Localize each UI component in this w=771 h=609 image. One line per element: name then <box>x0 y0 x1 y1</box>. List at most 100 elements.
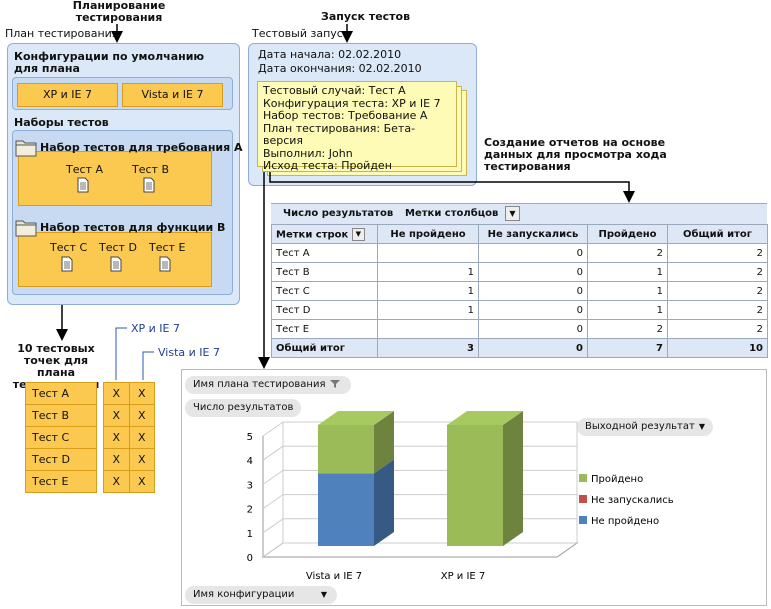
plan-header-line1: Планирование <box>72 0 166 12</box>
cell: 2 <box>587 319 668 339</box>
default-configs-title-line2: для плана <box>14 62 80 75</box>
gridline-diag <box>262 469 284 485</box>
config-xp-ie7: XP и IE 7 <box>17 83 118 107</box>
outcome-field-label: Выходной результат <box>585 421 695 432</box>
bar-top <box>318 411 394 425</box>
plan-header-line2: тестирования <box>75 11 163 24</box>
cell: 0 <box>478 319 588 339</box>
test-point-name: Тест D <box>25 448 97 471</box>
suite-a-box <box>18 151 212 206</box>
plan-label: План тестирования <box>5 27 119 40</box>
vista-label-line <box>142 351 154 380</box>
report-caption-line2: данных для просмотра хода <box>484 148 667 161</box>
gridline-diag <box>262 421 284 437</box>
test-points-col-label-xp: XP и IE 7 <box>131 322 181 335</box>
row-name: Тест D <box>271 300 378 320</box>
cell: 0 <box>478 300 588 320</box>
cell: 1 <box>587 300 668 320</box>
suite-b-test-c: Тест C <box>50 241 88 254</box>
suite-a-test-a: Тест A <box>66 163 103 176</box>
col-header: Пройдено <box>587 224 668 244</box>
run-end: Дата окончания: 02.02.2010 <box>258 62 422 75</box>
bar-side <box>503 411 523 546</box>
cell: 2 <box>667 262 768 282</box>
chart-floor <box>261 542 579 558</box>
legend-label: Не запускались <box>591 495 674 506</box>
test-point-mark: X <box>103 404 130 427</box>
x-tick-label: XP и IE 7 <box>441 571 486 582</box>
suite-b-title: Набор тестов для функции B <box>40 221 226 234</box>
cell: 2 <box>667 319 768 339</box>
report-caption: Создание отчетов на основе данных для пр… <box>484 137 667 173</box>
note-line: Набор тестов: Требование A <box>263 109 428 122</box>
config-field-label: Имя конфигурации <box>193 589 295 600</box>
run-start: Дата начала: 02.02.2010 <box>258 48 402 61</box>
pivot-table: Метки строк ▼ Не пройдено Не запускались… <box>271 224 768 358</box>
col-header: Общий итог <box>667 224 768 244</box>
test-point-mark: X <box>128 404 155 427</box>
test-point-mark: X <box>103 382 130 405</box>
gridline-diag <box>262 518 284 534</box>
cell: 2 <box>587 243 668 263</box>
x-tick-label: Vista и IE 7 <box>306 571 362 582</box>
test-point-mark: X <box>128 470 155 493</box>
config-vista-ie7: Vista и IE 7 <box>122 83 223 107</box>
plan-name-filter[interactable]: Имя плана тестирования <box>185 376 351 394</box>
legend-swatch <box>579 495 587 503</box>
folder-icon <box>15 220 37 237</box>
legend-swatch <box>579 474 587 482</box>
cell: 1 <box>377 281 479 301</box>
row-name: Общий итог <box>271 338 378 358</box>
bar-side <box>374 411 394 474</box>
test-point-name: Тест E <box>25 470 97 493</box>
suite-a-title: Набор тестов для требования A <box>40 141 243 154</box>
bar-side <box>374 459 394 546</box>
test-point-mark: X <box>128 382 155 405</box>
document-icon <box>159 256 171 272</box>
cell: 0 <box>478 262 588 282</box>
outcome-field-chip[interactable]: Выходной результат ▼ <box>577 418 713 436</box>
folder-icon <box>15 140 37 157</box>
suites-title: Наборы тестов <box>14 116 109 129</box>
note-line: Выполнил: John <box>263 146 353 160</box>
cell: 0 <box>478 281 588 301</box>
note-line: Исход теста: Пройден <box>263 159 392 172</box>
document-icon <box>61 256 73 272</box>
row-labels-title: Метки строк <box>276 229 349 240</box>
bar-segment <box>318 425 374 474</box>
suite-b-test-e: Тест E <box>149 241 186 254</box>
y-tick-label: 5 <box>247 432 253 443</box>
row-name: Тест A <box>271 243 378 263</box>
col-filter-dropdown[interactable]: ▼ <box>505 206 520 221</box>
chevron-down-icon: ▼ <box>320 590 327 599</box>
chart-frame <box>181 369 767 606</box>
row-name: Тест E <box>271 319 378 339</box>
default-configs-title: Конфигурации по умолчанию для плана <box>14 51 204 75</box>
y-tick-label: 0 <box>247 553 253 564</box>
chevron-down-icon: ▼ <box>509 209 516 218</box>
default-configs-title-line1: Конфигурации по умолчанию <box>14 50 205 63</box>
row-filter-dropdown[interactable]: ▼ <box>351 227 365 241</box>
test-point-mark: X <box>103 426 130 449</box>
cell: 1 <box>587 281 668 301</box>
cell: 3 <box>377 338 479 358</box>
legend-label: Пройдено <box>591 474 643 485</box>
cell: 2 <box>667 281 768 301</box>
config-field-chip[interactable]: Имя конфигурации ▼ <box>185 586 337 604</box>
col-header: Не запускались <box>478 224 588 244</box>
bar-segment <box>318 473 374 546</box>
row-name: Тест C <box>271 281 378 301</box>
value-field-chip[interactable]: Число результатов <box>185 399 302 417</box>
cell: 1 <box>377 262 479 282</box>
cell: 2 <box>667 243 768 263</box>
test-point-name: Тест B <box>25 404 97 427</box>
run-label: Тестовый запуск <box>252 27 350 40</box>
test-points-names: Тест A Тест B Тест C Тест D Тест E <box>25 382 97 493</box>
cell: 10 <box>667 338 768 358</box>
